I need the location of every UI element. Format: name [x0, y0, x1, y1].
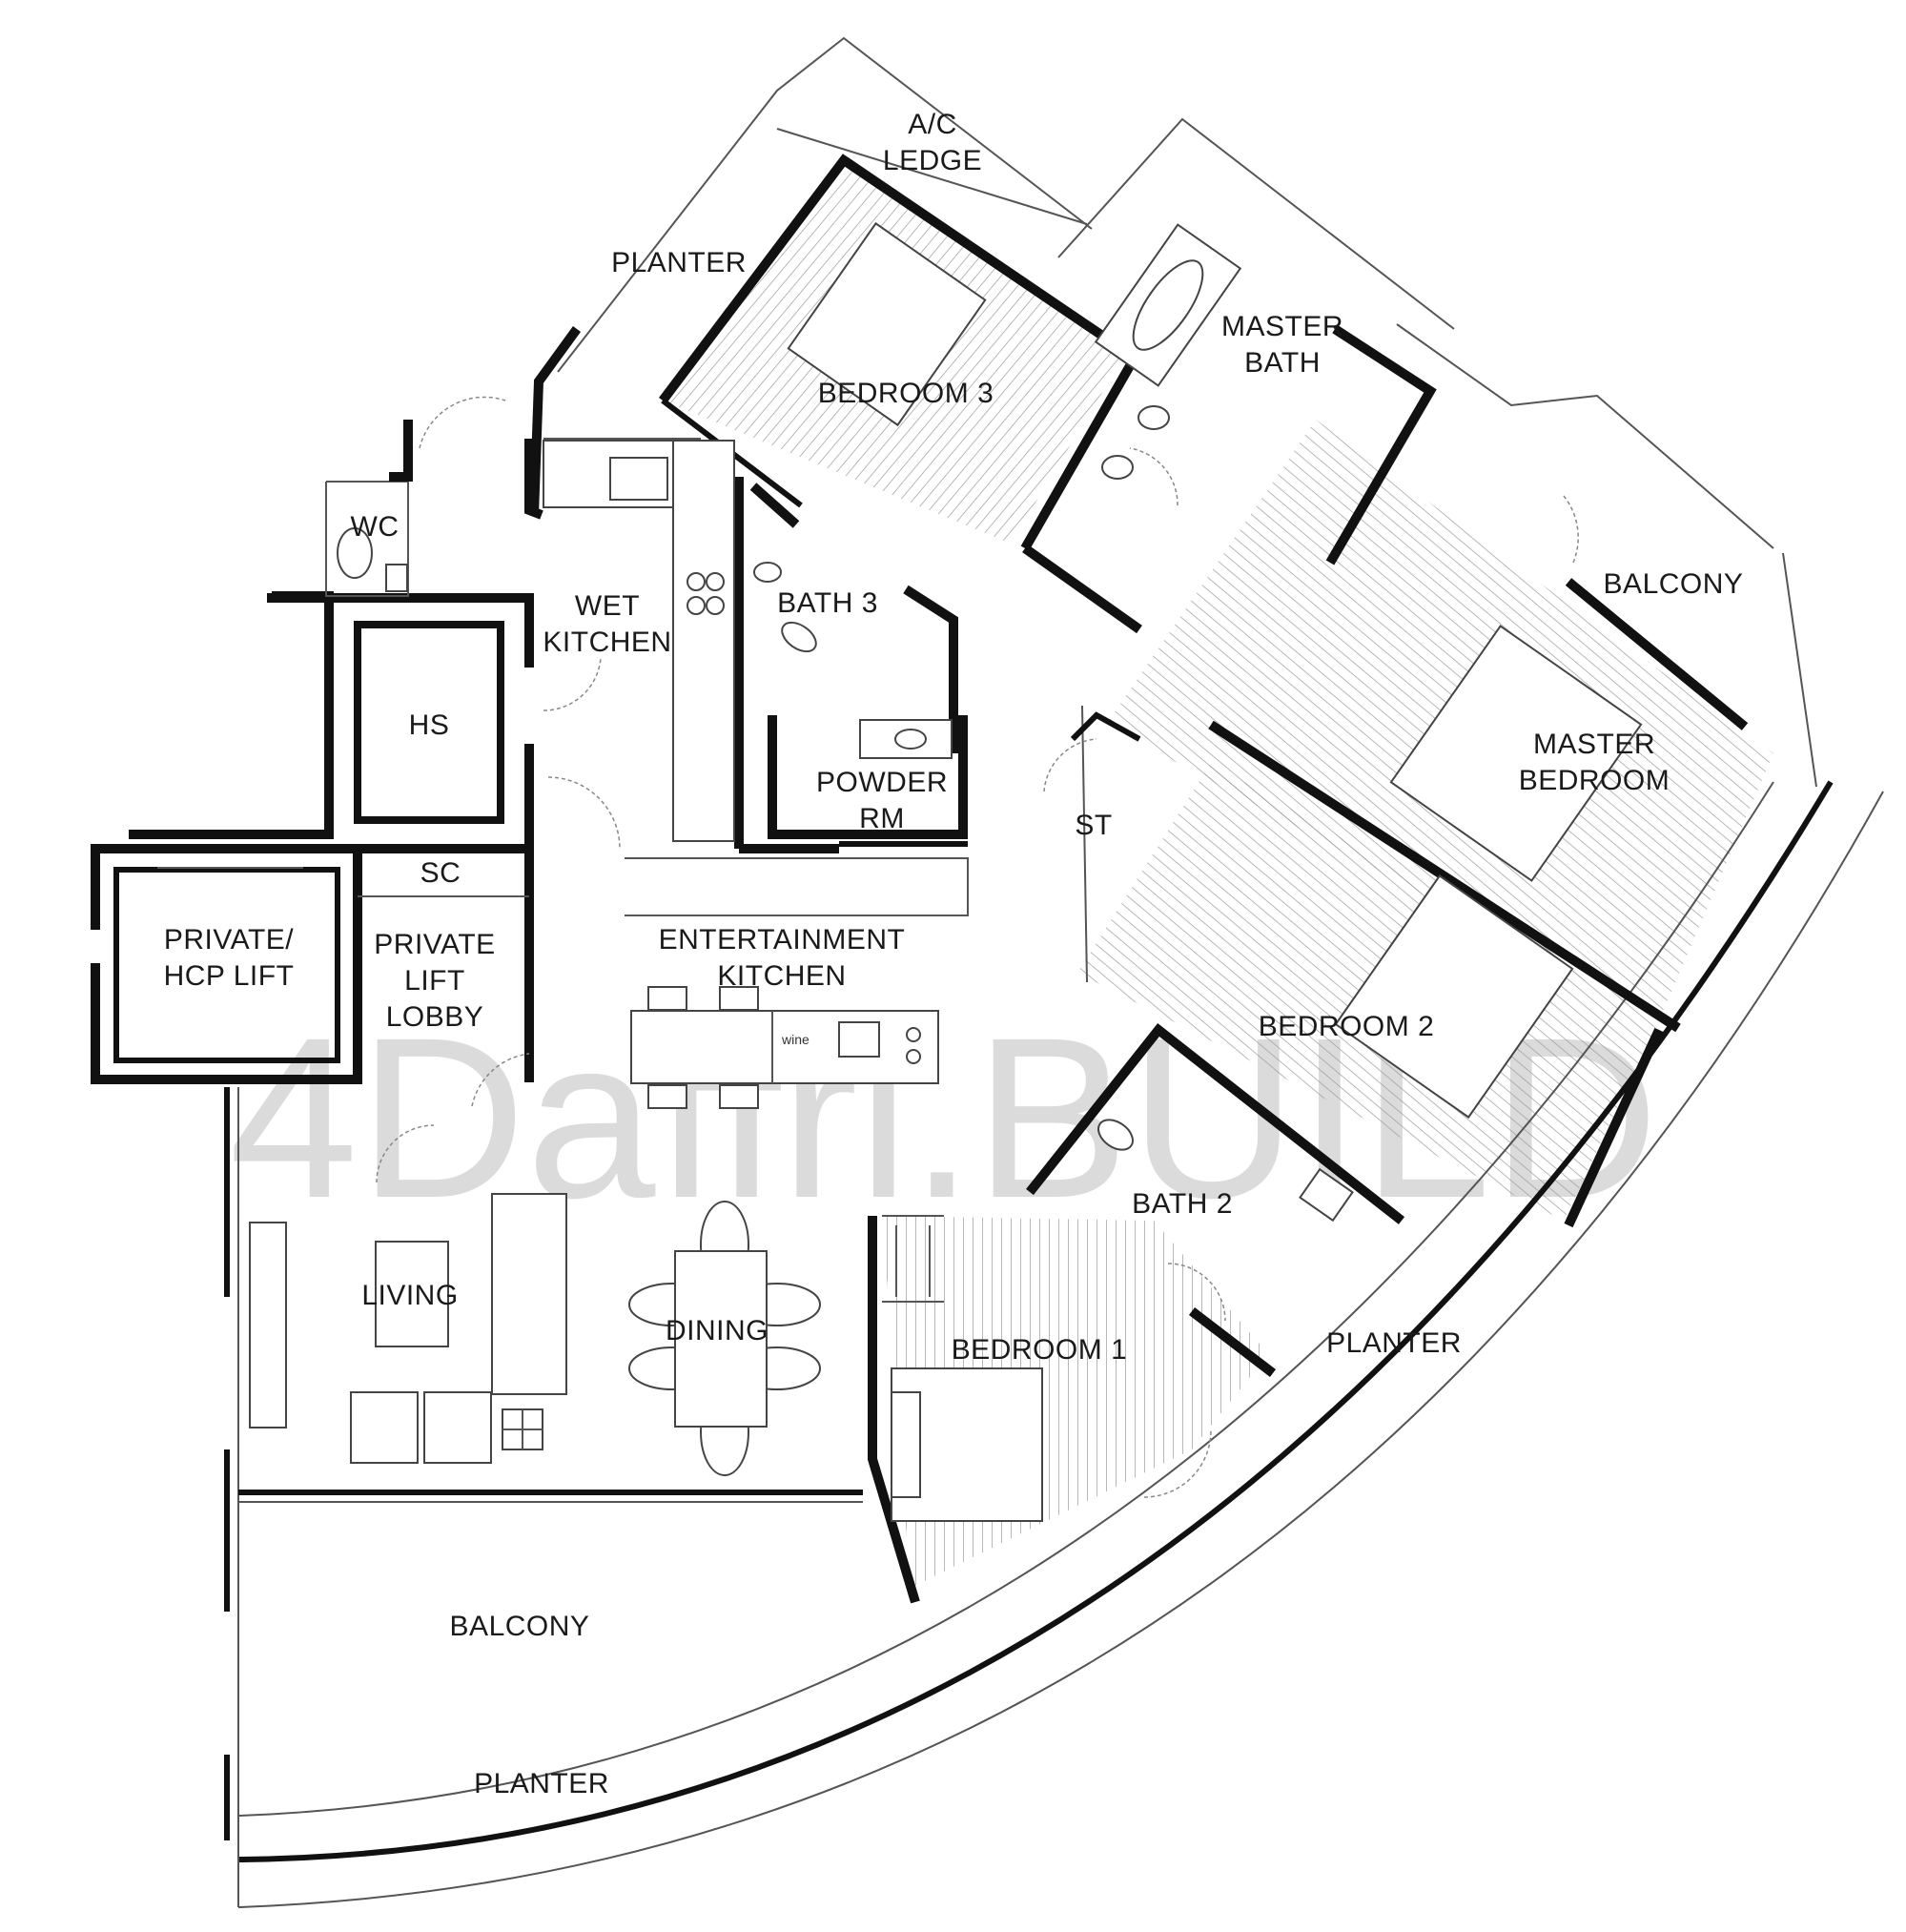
label-planter-right: PLANTER	[1326, 1327, 1462, 1359]
door-swings	[376, 396, 1579, 1498]
label-bedroom-1: BEDROOM 1	[952, 1334, 1128, 1366]
sofa	[491, 1193, 567, 1395]
armchair-2	[423, 1391, 492, 1464]
wine-label: wine	[781, 1032, 810, 1047]
label-bedroom-3: BEDROOM 3	[818, 378, 994, 409]
label-living: LIVING	[361, 1280, 458, 1311]
label-bath-3: BATH 3	[777, 587, 878, 619]
outer-boundary	[224, 780, 1884, 1908]
walls	[91, 36, 1817, 1604]
dining-table	[674, 1250, 768, 1428]
label-balcony-bottom: BALCONY	[450, 1611, 590, 1642]
label-private-hcp-lift: PRIVATE/HCP LIFT	[164, 924, 295, 992]
label-dining: DINING	[666, 1315, 769, 1346]
furniture: wine	[249, 221, 1643, 1522]
label-sc: SC	[420, 857, 461, 889]
label-wc: WC	[351, 511, 400, 543]
kitchen-island	[630, 1010, 939, 1084]
label-bedroom-2: BEDROOM 2	[1259, 1011, 1435, 1042]
armchair-1	[350, 1391, 419, 1464]
label-bath-2: BATH 2	[1132, 1188, 1233, 1220]
coffee-table	[375, 1241, 449, 1347]
label-planter-bottom: PLANTER	[474, 1768, 609, 1799]
label-st: ST	[1075, 810, 1112, 841]
label-balcony-top: BALCONY	[1604, 568, 1744, 600]
label-hs: HS	[409, 709, 450, 741]
tv-console	[249, 1222, 287, 1428]
label-planter-top: PLANTER	[611, 247, 747, 278]
